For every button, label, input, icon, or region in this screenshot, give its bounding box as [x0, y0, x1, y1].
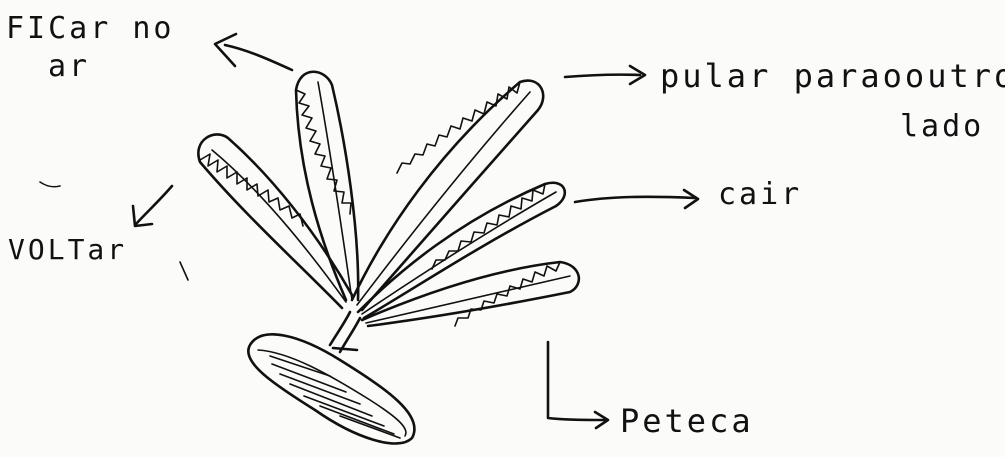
label-pular-line2: lado — [900, 112, 984, 142]
feather-right — [358, 183, 565, 318]
feather-left — [198, 134, 352, 308]
label-ficar-line1: FICar no — [6, 14, 175, 44]
label-cair: cair — [718, 180, 802, 210]
stray-mark — [180, 262, 188, 280]
peteca-base — [248, 334, 414, 443]
stray-mark — [40, 182, 60, 187]
label-peteca: Peteca — [620, 405, 754, 437]
arrow-peteca — [548, 342, 608, 428]
label-voltar: VOLTar — [8, 236, 127, 264]
arrow-ficar — [215, 34, 292, 70]
peteca-stem — [330, 312, 360, 352]
arrow-pular — [565, 66, 645, 84]
arrow-voltar — [133, 186, 172, 226]
feather-upper-left — [296, 72, 358, 300]
label-ficar-line2: ar — [48, 52, 90, 82]
label-pular-line1: pular paraooutro — [660, 60, 1005, 92]
feather-upper-right — [352, 81, 543, 310]
arrow-cair — [575, 190, 698, 208]
